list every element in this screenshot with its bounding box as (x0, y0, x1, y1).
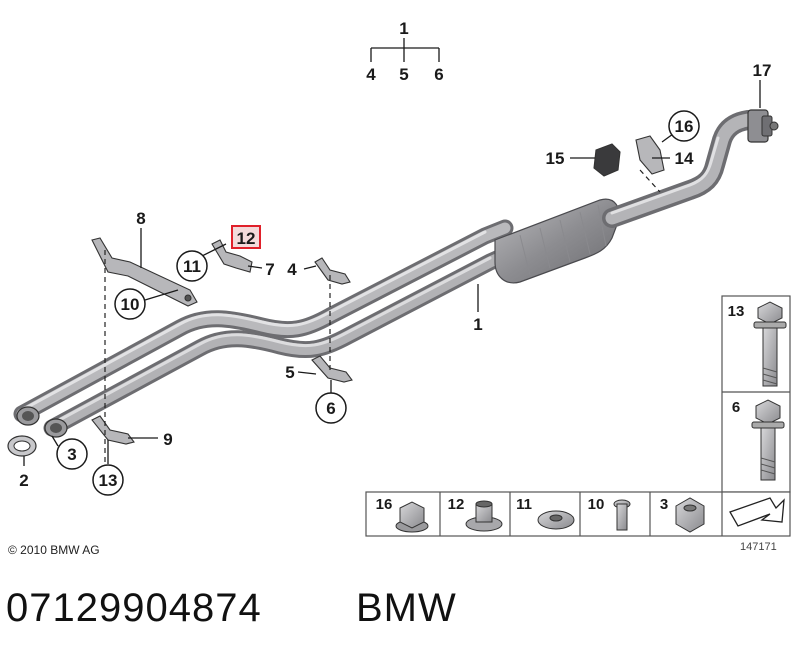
bracket-5 (311, 355, 353, 383)
hw-label-3: 3 (660, 496, 668, 513)
callout-15: 15 (546, 149, 565, 168)
washer-icon (537, 510, 575, 530)
callout-circle-13 (92, 464, 124, 496)
small-bolt-icon (613, 499, 631, 531)
hex-nut-icon (675, 497, 705, 533)
hw-label-11: 11 (516, 496, 532, 513)
callout-4-mid: 4 (287, 260, 297, 279)
callout-circle-3 (56, 438, 88, 470)
rubber-hanger (593, 143, 621, 177)
callout-5-mid: 5 (285, 363, 294, 382)
callout-8: 8 (136, 209, 145, 228)
bracket-12 (211, 239, 253, 273)
callout-1-mid: 1 (473, 315, 482, 334)
catalytic-converter (494, 198, 620, 284)
callout-14: 14 (675, 149, 694, 168)
callout-6-top: 6 (434, 65, 443, 84)
exhaust-pipe-assembly (13, 109, 779, 438)
flange-nut-icon (395, 501, 429, 533)
hw-label-12: 12 (448, 496, 465, 513)
copyright-text: © 2010 BMW AG (8, 543, 100, 557)
bracket-8 (91, 237, 198, 307)
callout-labels: 1 4 5 6 17 16 15 14 8 12 11 7 10 4 1 5 6… (19, 19, 772, 496)
bracket-9 (91, 415, 135, 445)
nut-12-icon (465, 500, 503, 532)
callout-11: 11 (183, 257, 201, 276)
callout-16: 16 (675, 117, 694, 136)
callout-circle-6 (315, 392, 347, 424)
bolt-short-icon (751, 399, 785, 481)
callout-10: 10 (121, 295, 140, 314)
part-number: 07129904874 (6, 586, 262, 630)
callout-circle-11 (176, 250, 208, 282)
bracket-4-top (314, 257, 351, 285)
callout-1-top: 1 (399, 19, 408, 38)
callout-2: 2 (19, 471, 28, 490)
panel-label-13: 13 (728, 303, 745, 320)
hw-label-10: 10 (588, 496, 605, 513)
hanger-bracket-14 (635, 135, 665, 175)
bolt-long-icon (753, 301, 787, 387)
orientation-arrow-icon (729, 497, 785, 527)
callout-6-mid: 6 (326, 399, 335, 418)
hw-label-16: 16 (376, 496, 393, 513)
callout-3: 3 (67, 445, 76, 464)
diagram-reference: 147171 (740, 541, 777, 553)
callout-circle-16 (668, 110, 700, 142)
callout-circle-10 (114, 288, 146, 320)
callout-17: 17 (753, 61, 772, 80)
callout-9: 9 (163, 430, 172, 449)
callout-12: 12 (237, 229, 256, 248)
panel-label-6: 6 (732, 399, 740, 416)
leader-lines (23, 38, 761, 466)
pipe-clamp (747, 109, 779, 143)
brand-name: BMW (356, 586, 457, 630)
callout-7: 7 (265, 260, 274, 279)
bolt-panel: 13 6 (721, 295, 791, 493)
hardware-row: 16 12 11 10 3 (365, 491, 791, 537)
highlight-box-12 (231, 225, 261, 249)
callout-5-top: 5 (399, 65, 408, 84)
brackets (91, 135, 665, 445)
callout-13: 13 (99, 471, 118, 490)
mounting-guides (104, 169, 661, 470)
callout-4-top: 4 (366, 65, 376, 84)
